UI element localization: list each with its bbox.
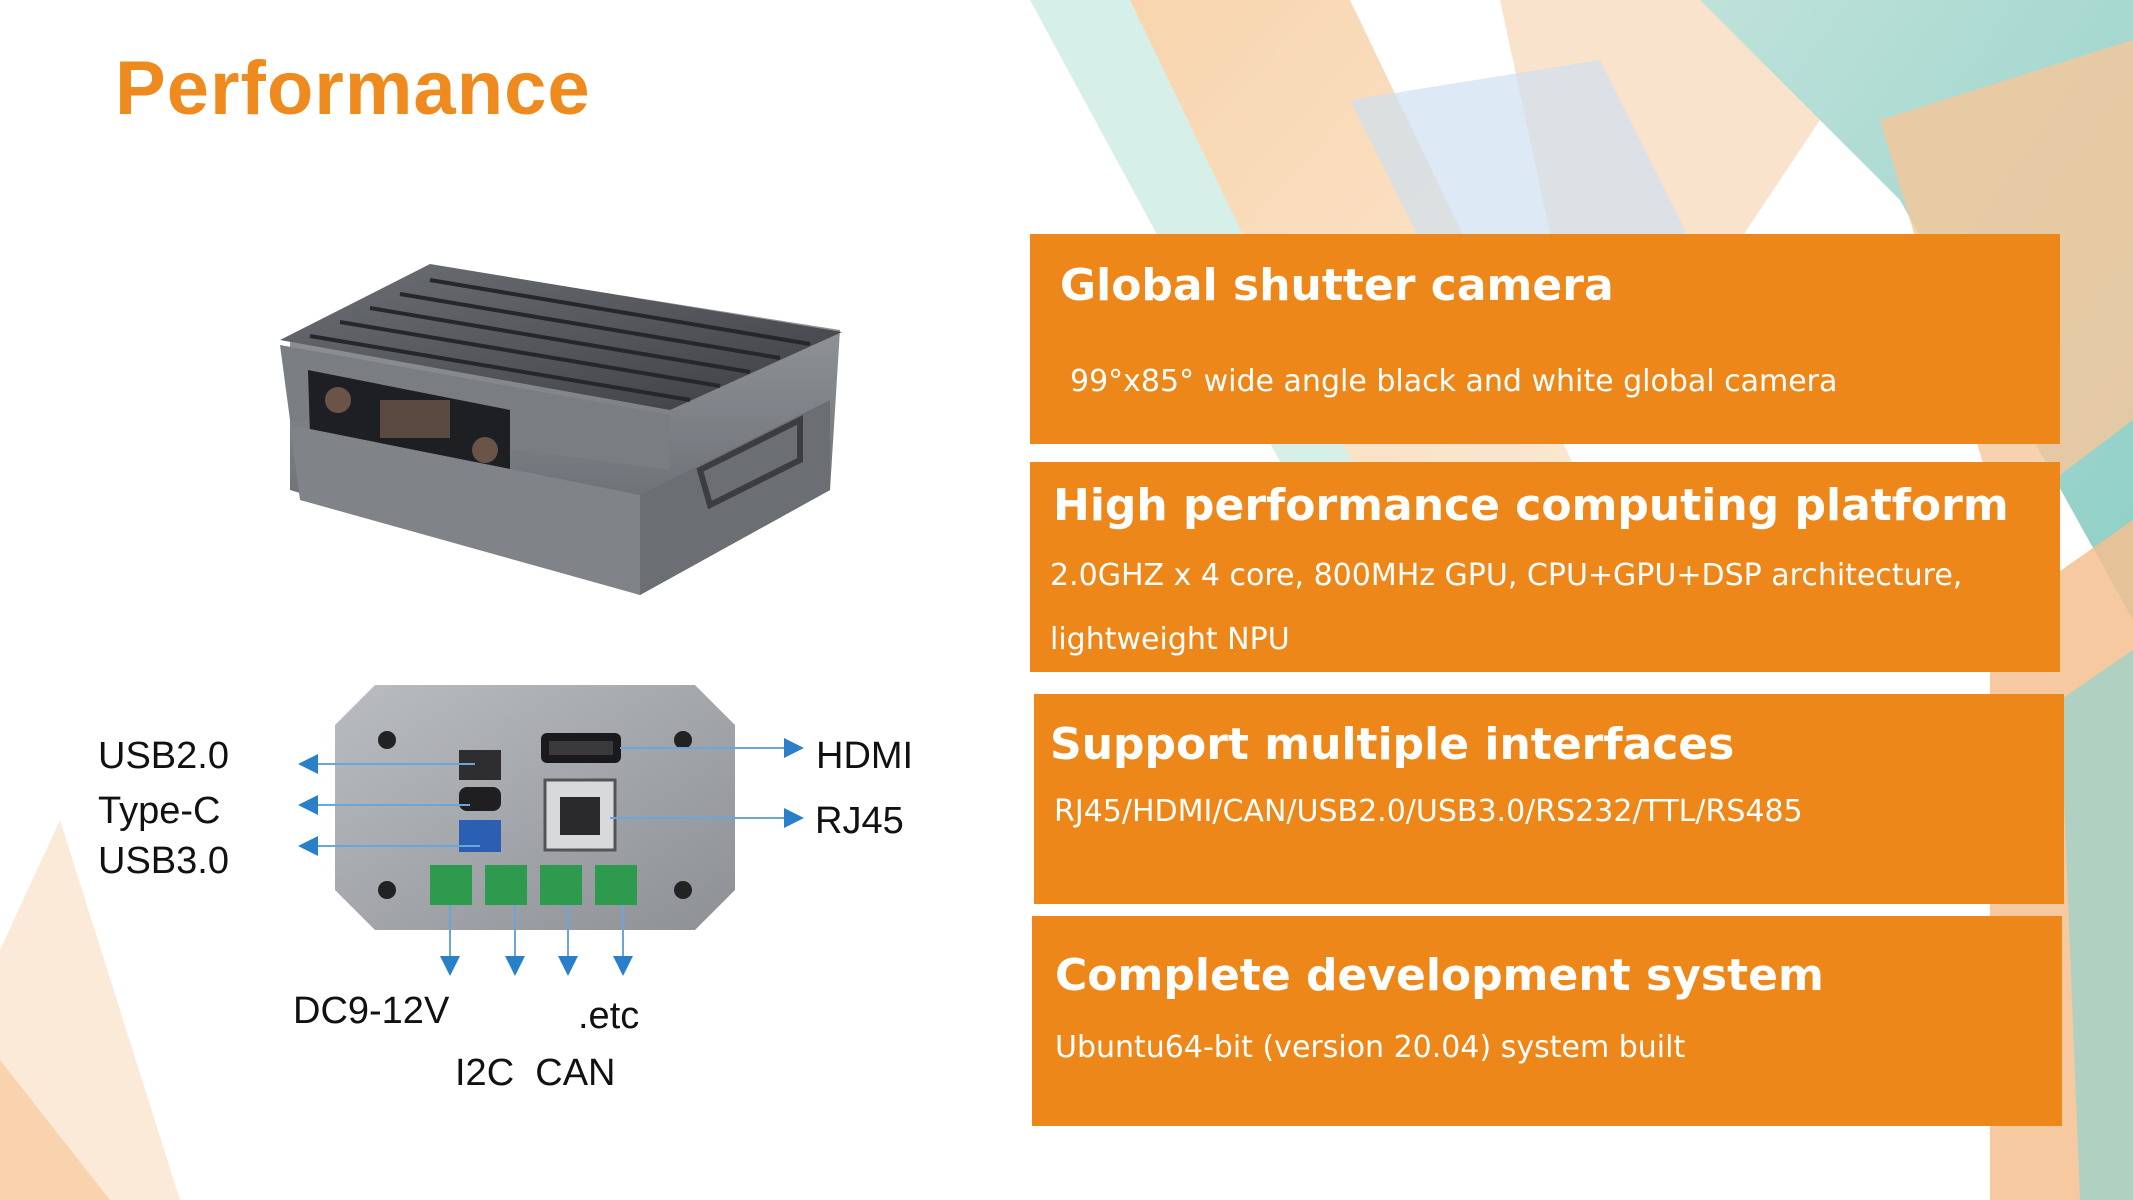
card-heading: Global shutter camera [1060,260,1614,311]
device-back-panel-image [335,685,735,930]
page-title: Performance [115,46,591,131]
card-text: 99°x85° wide angle black and white globa… [1070,364,1838,399]
card-heading: High performance computing platform [1053,480,2009,531]
label-etc: .etc [578,995,640,1037]
label-usb3: USB3.0 [98,840,229,882]
device-front-image [280,264,842,595]
card-heading: Support multiple interfaces [1050,719,1735,770]
card-text: Ubuntu64-bit (version 20.04) system buil… [1055,1030,1686,1065]
label-hdmi: HDMI [816,735,914,777]
card-heading: Complete development system [1055,950,1824,1001]
label-usb2: USB2.0 [98,735,229,777]
card-development-system: Complete development system Ubuntu64-bit… [1032,916,2062,1126]
card-global-shutter-camera: Global shutter camera 99°x85° wide angle… [1030,234,2060,444]
card-text: 2.0GHZ x 4 core, 800MHz GPU, CPU+GPU+DSP… [1050,558,1963,593]
card-text: lightweight NPU [1050,622,1290,657]
label-typec: Type-C [98,790,221,832]
card-computing-platform: High performance computing platform 2.0G… [1030,462,2060,672]
label-rj45: RJ45 [815,800,904,842]
card-multiple-interfaces: Support multiple interfaces RJ45/HDMI/CA… [1034,694,2064,904]
label-i2c-can: I2C CAN [455,1052,616,1094]
label-dc: DC9-12V [293,990,450,1032]
card-text: RJ45/HDMI/CAN/USB2.0/USB3.0/RS232/TTL/RS… [1054,794,1803,829]
